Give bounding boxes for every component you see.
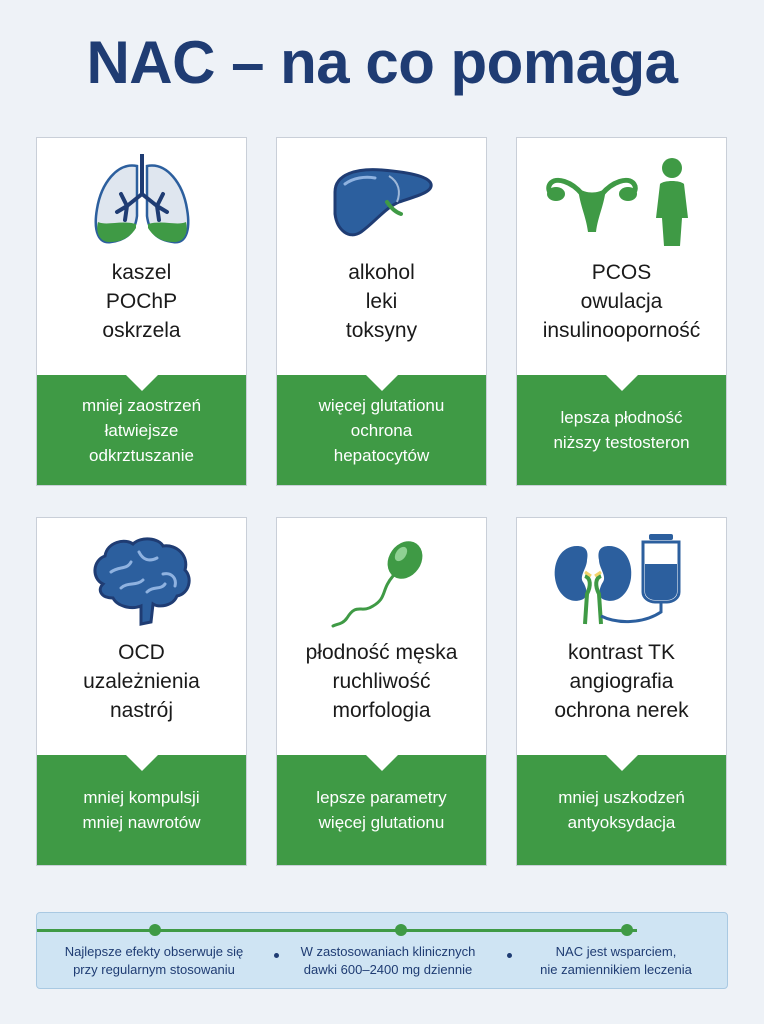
sperm-icon xyxy=(277,532,486,632)
brain-icon xyxy=(37,532,246,632)
note-line: nie zamiennikiem leczenia xyxy=(540,962,692,977)
benefit-line: mniej nawrotów xyxy=(82,813,201,832)
note-line: przy regularnym stosowaniu xyxy=(73,962,235,977)
card-benefits: lepsze parametry więcej glutationu xyxy=(277,754,486,865)
card-benefits: mniej zaostrzeń łatwiejsze odkrztuszanie xyxy=(37,374,246,485)
benefit-line: lepsza płodność xyxy=(560,408,683,427)
uterus-female-icon xyxy=(517,152,726,252)
card-topics: OCD uzależnienia nastrój xyxy=(37,638,246,725)
topic-line: morfologia xyxy=(332,699,431,722)
timeline-dot xyxy=(395,924,407,936)
note-line: Najlepsze efekty obserwuje się xyxy=(64,944,244,959)
card-brain: OCD uzależnienia nastrój mniej kompulsji… xyxy=(36,517,247,866)
topic-line: leki xyxy=(365,290,398,313)
topic-line: angiografia xyxy=(569,670,674,693)
card-pcos: PCOS owulacja insulinooporność lepsza pł… xyxy=(516,137,727,486)
card-topics: alkohol leki toksyny xyxy=(277,258,486,345)
page-title: NAC – na co pomaga xyxy=(86,29,678,96)
card-kidneys: kontrast TK angiografia ochrona nerek mn… xyxy=(516,517,727,866)
topic-line: kaszel xyxy=(111,261,172,284)
timeline-dot xyxy=(621,924,633,936)
footer-note: Najlepsze efekty obserwuje się przy regu… xyxy=(49,943,259,979)
timeline-dot xyxy=(149,924,161,936)
card-lungs: kaszel POChP oskrzela mniej zaostrzeń ła… xyxy=(36,137,247,486)
benefit-line: hepatocytów xyxy=(333,445,430,465)
benefit-line: więcej glutationu xyxy=(318,395,445,415)
separator-dot xyxy=(274,953,279,958)
benefit-line: łatwiejsze xyxy=(104,420,179,440)
topic-line: ochrona nerek xyxy=(554,699,689,722)
lungs-icon xyxy=(37,152,246,252)
card-topics: płodność męska ruchliwość morfologia xyxy=(277,638,486,725)
benefit-line: mniej uszkodzeń xyxy=(558,788,685,807)
topic-line: płodność męska xyxy=(305,641,458,664)
note-line: W zastosowaniach klinicznych xyxy=(300,944,476,959)
topic-line: nastrój xyxy=(109,699,174,722)
separator-dot xyxy=(507,953,512,958)
benefit-line: niższy testosteron xyxy=(553,433,690,452)
topic-line: owulacja xyxy=(580,290,663,313)
topic-line: alkohol xyxy=(348,261,415,284)
topic-line: uzależnienia xyxy=(83,670,200,693)
topic-line: oskrzela xyxy=(102,319,181,342)
topic-line: insulinooporność xyxy=(542,319,701,342)
card-benefits: lepsza płodność niższy testosteron xyxy=(517,374,726,485)
card-topics: kontrast TK angiografia ochrona nerek xyxy=(517,638,726,725)
liver-icon xyxy=(277,152,486,252)
topic-line: POChP xyxy=(105,290,178,313)
card-topics: PCOS owulacja insulinooporność xyxy=(517,258,726,345)
card-liver: alkohol leki toksyny więcej glutationu o… xyxy=(276,137,487,486)
card-benefits: mniej kompulsji mniej nawrotów xyxy=(37,754,246,865)
note-line: dawki 600–2400 mg dziennie xyxy=(303,962,473,977)
footer-timeline xyxy=(37,929,637,932)
topic-line: ruchliwość xyxy=(332,670,431,693)
topic-line: toksyny xyxy=(345,319,418,342)
topic-line: OCD xyxy=(118,641,165,664)
footer-notes: Najlepsze efekty obserwuje się przy regu… xyxy=(36,912,728,989)
note-line: NAC jest wsparciem, xyxy=(555,944,677,959)
card-sperm: płodność męska ruchliwość morfologia lep… xyxy=(276,517,487,866)
kidneys-iv-bag-icon xyxy=(517,532,726,632)
footer-note: NAC jest wsparciem, nie zamiennikiem lec… xyxy=(511,943,721,979)
topic-line: kontrast TK xyxy=(568,641,675,664)
benefit-line: mniej zaostrzeń xyxy=(81,395,202,415)
card-benefits: mniej uszkodzeń antyoksydacja xyxy=(517,754,726,865)
benefit-line: mniej kompulsji xyxy=(83,788,200,807)
topic-line: PCOS xyxy=(591,261,652,284)
benefit-line: lepsze parametry xyxy=(316,788,447,807)
footer-note: W zastosowaniach klinicznych dawki 600–2… xyxy=(283,943,493,979)
benefit-line: ochrona xyxy=(350,420,413,440)
benefit-line: więcej glutationu xyxy=(318,813,445,832)
benefit-line: odkrztuszanie xyxy=(89,445,194,465)
card-benefits: więcej glutationu ochrona hepatocytów xyxy=(277,374,486,485)
card-topics: kaszel POChP oskrzela xyxy=(37,258,246,345)
benefit-line: antyoksydacja xyxy=(567,813,676,832)
